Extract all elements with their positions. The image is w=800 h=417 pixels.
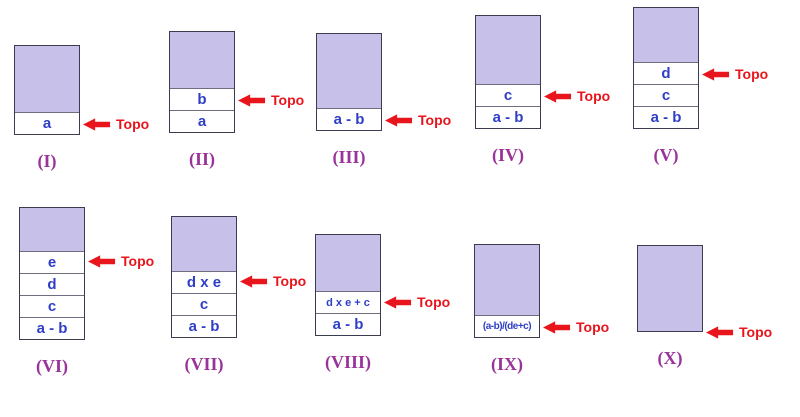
- topo-arrow-icon: [238, 93, 266, 107]
- topo-label: Topo: [116, 116, 150, 132]
- stack-i: a Topo (I): [14, 45, 149, 171]
- topo-pointer: Topo: [240, 273, 306, 289]
- topo-label: Topo: [273, 273, 307, 289]
- topo-pointer: Topo: [702, 66, 768, 82]
- topo-pointer: Topo: [83, 116, 149, 132]
- stack-cell: d x e + c: [316, 291, 380, 313]
- stack-v: d c a - b Topo (V): [633, 7, 768, 165]
- stack-box: d c a - b: [633, 7, 699, 129]
- stack-label: (I): [37, 151, 57, 171]
- topo-label: Topo: [577, 88, 611, 104]
- topo-label: Topo: [418, 112, 452, 128]
- stack-vi: e d c a - b Topo (VI): [19, 207, 154, 376]
- stack-cell: c: [634, 84, 698, 106]
- stack-x: Topo (X): [637, 245, 772, 368]
- topo-label: Topo: [739, 324, 773, 340]
- stack-label: (VIII): [324, 352, 371, 372]
- stack-cell: a - b: [317, 108, 381, 130]
- stack-iii: a - b Topo (III): [316, 33, 451, 167]
- stack-box: b a: [169, 31, 235, 133]
- stack-cell: e: [20, 251, 84, 273]
- stack-cell: d: [634, 62, 698, 84]
- stack-free-space: [316, 235, 380, 291]
- topo-pointer: Topo: [384, 294, 450, 310]
- topo-label: Topo: [735, 66, 769, 82]
- topo-arrow-icon: [543, 320, 571, 334]
- stack-iv: c a - b Topo (IV): [475, 15, 610, 165]
- stack-cell: a: [170, 110, 234, 132]
- stack-box: (a-b)/(de+c): [474, 244, 540, 338]
- stack-label: (III): [332, 147, 366, 167]
- topo-pointer: Topo: [88, 253, 154, 269]
- stack-free-space: [317, 34, 381, 108]
- stack-ii: b a Topo (II): [169, 31, 304, 169]
- topo-label: Topo: [121, 253, 155, 269]
- stack-cell: c: [476, 84, 540, 106]
- topo-arrow-icon: [88, 254, 116, 268]
- stack-label: (IX): [491, 354, 523, 374]
- stack-box: c a - b: [475, 15, 541, 129]
- topo-pointer: Topo: [385, 112, 451, 128]
- topo-arrow-icon: [384, 295, 412, 309]
- stack-box: a - b: [316, 33, 382, 131]
- stack-cell: d: [20, 273, 84, 295]
- topo-pointer: Topo: [544, 88, 610, 104]
- stack-label: (V): [653, 145, 679, 165]
- stack-cell: b: [170, 88, 234, 110]
- topo-arrow-icon: [83, 117, 111, 131]
- stack-cell: c: [172, 293, 236, 315]
- stack-cell: (a-b)/(de+c): [475, 315, 539, 337]
- stack-label: (X): [657, 348, 683, 368]
- stack-cell: d x e: [172, 271, 236, 293]
- stack-cell: a: [15, 112, 79, 134]
- stack-cell: a - b: [634, 106, 698, 128]
- topo-pointer: Topo: [543, 319, 609, 335]
- stack-cell: a - b: [316, 313, 380, 335]
- stack-viii: d x e + c a - b Topo (VIII): [315, 234, 450, 372]
- stack-cell: a - b: [172, 315, 236, 337]
- topo-pointer: Topo: [706, 324, 772, 340]
- stack-vii: d x e c a - b Topo (VII): [171, 216, 306, 374]
- stack-free-space: [15, 46, 79, 112]
- stack-cell: a - b: [476, 106, 540, 128]
- stack-box: e d c a - b: [19, 207, 85, 340]
- topo-arrow-icon: [706, 325, 734, 339]
- topo-arrow-icon: [544, 89, 572, 103]
- topo-arrow-icon: [385, 113, 413, 127]
- stack-free-space: [20, 208, 84, 251]
- stack-free-space: [172, 217, 236, 271]
- stack-free-space: [638, 246, 702, 331]
- stack-box: d x e + c a - b: [315, 234, 381, 336]
- topo-label: Topo: [576, 319, 610, 335]
- stack-free-space: [476, 16, 540, 84]
- topo-arrow-icon: [240, 274, 268, 288]
- stack-box: a: [14, 45, 80, 135]
- stack-box: [637, 245, 703, 332]
- stack-label: (VII): [184, 354, 224, 374]
- stack-cell: c: [20, 295, 84, 317]
- topo-label: Topo: [417, 294, 451, 310]
- stack-ix: (a-b)/(de+c) Topo (IX): [474, 244, 609, 374]
- topo-pointer: Topo: [238, 92, 304, 108]
- stack-free-space: [170, 32, 234, 88]
- stack-label: (II): [189, 149, 215, 169]
- stack-label: (IV): [492, 145, 524, 165]
- topo-arrow-icon: [702, 67, 730, 81]
- stack-cell: a - b: [20, 317, 84, 339]
- stack-free-space: [475, 245, 539, 315]
- stack-free-space: [634, 8, 698, 62]
- topo-label: Topo: [271, 92, 305, 108]
- stack-box: d x e c a - b: [171, 216, 237, 338]
- stack-label: (VI): [36, 356, 68, 376]
